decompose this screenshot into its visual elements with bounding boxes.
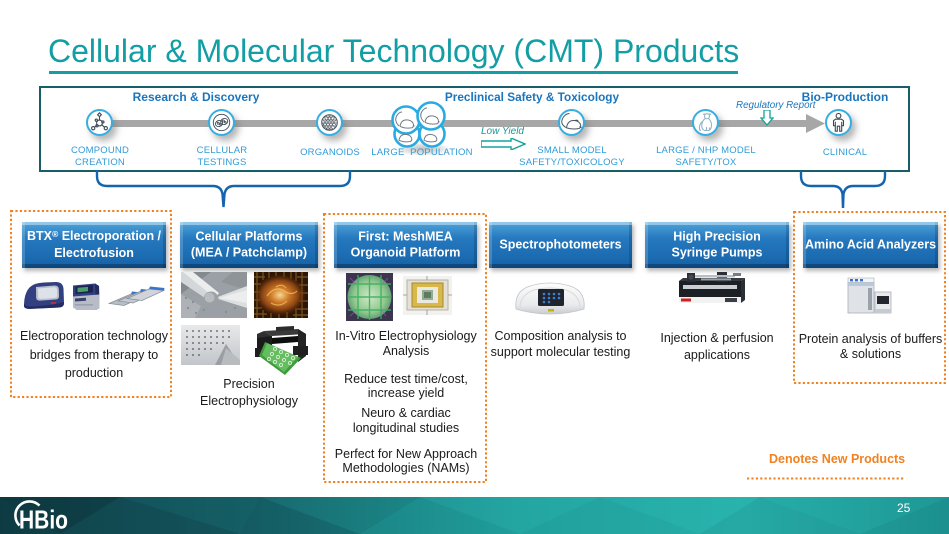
svg-text:25: 25 (897, 501, 911, 515)
svg-text:HBio: HBio (19, 505, 68, 534)
